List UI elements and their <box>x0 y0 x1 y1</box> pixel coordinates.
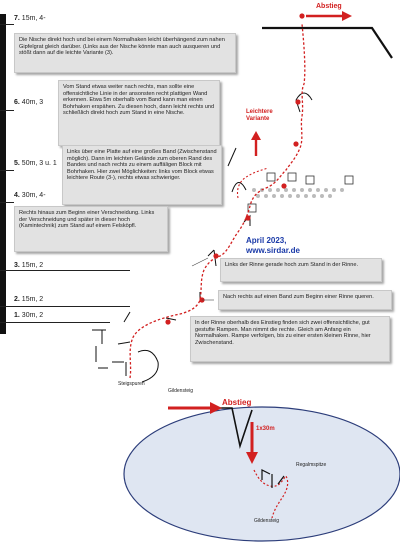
variante-arrow <box>251 131 261 156</box>
pitch-line-3 <box>0 270 130 271</box>
inset-rocks <box>261 469 285 488</box>
stand-boxes <box>247 172 354 213</box>
pitch-1-label: 1. 30m, 2 <box>14 312 44 319</box>
leichtere-variante-label: Leichtere Variante <box>246 109 273 122</box>
pitch-scale-bar <box>0 14 6 334</box>
pitch-7-label: 7. 15m, 4- <box>14 15 46 22</box>
credit-website: www.sirdar.de <box>246 246 300 255</box>
inset-ridge <box>218 407 253 450</box>
variant-line <box>236 167 269 199</box>
note-pitch-4: Rechts hinaus zum Beginn einer Verschnei… <box>14 206 168 252</box>
pitch-line-5 <box>0 170 14 171</box>
abstieg-label: Abstieg <box>316 3 342 10</box>
pitch-line-1 <box>0 322 110 323</box>
abstieg-arrow <box>306 11 352 21</box>
note-pitch-7: Die Nische direkt hoch und bei einem Nor… <box>14 33 236 73</box>
note-pitch-1: In der Rinne oberhalb des Einstieg finde… <box>190 316 390 362</box>
route-line <box>129 23 306 379</box>
inset-abstieg-label: Abstieg <box>222 398 252 407</box>
pitch-2-label: 2. 15m, 2 <box>14 296 44 303</box>
note-pitch-3: Links der Rinne gerade hoch zum Stand in… <box>220 258 382 282</box>
pitch-line-6 <box>0 110 14 111</box>
inset-arrow-right <box>168 402 222 414</box>
pitch-line-7 <box>0 24 14 25</box>
gildensteig-label-inset: Gildensteig <box>254 518 280 524</box>
pitch-line-2 <box>0 306 130 307</box>
pitch-5-label: 5. 50m, 3 u. 1 <box>14 160 57 167</box>
pitch-4-label: 4. 30m, 4- <box>14 192 46 199</box>
abseil-label: 1x30m <box>256 426 275 432</box>
note-pitch-5: Links über eine Platte auf eine großes B… <box>62 145 222 205</box>
steigspuren-label: Steigspuren <box>118 381 145 387</box>
pointer-lines <box>191 257 214 301</box>
pitch-line-4 <box>0 202 14 203</box>
credit-date: April 2023, <box>246 236 287 245</box>
summit-ridge <box>262 26 393 59</box>
pitch-3-label: 3. 15m, 2 <box>14 262 44 269</box>
gildensteig-label-top: Gildensteig <box>168 388 194 394</box>
ledge-hatch <box>252 188 344 198</box>
note-pitch-6: Vom Stand etwas weiter nach rechts, man … <box>58 80 220 146</box>
pitch-6-label: 6. 40m, 3 <box>14 99 44 106</box>
regalmspitze-label: Regalmspitze <box>296 462 327 468</box>
inset-route <box>253 469 289 519</box>
inset-arrow-down <box>246 422 258 464</box>
note-pitch-2: Nach rechts auf einen Band zum Beginn ei… <box>218 290 392 310</box>
